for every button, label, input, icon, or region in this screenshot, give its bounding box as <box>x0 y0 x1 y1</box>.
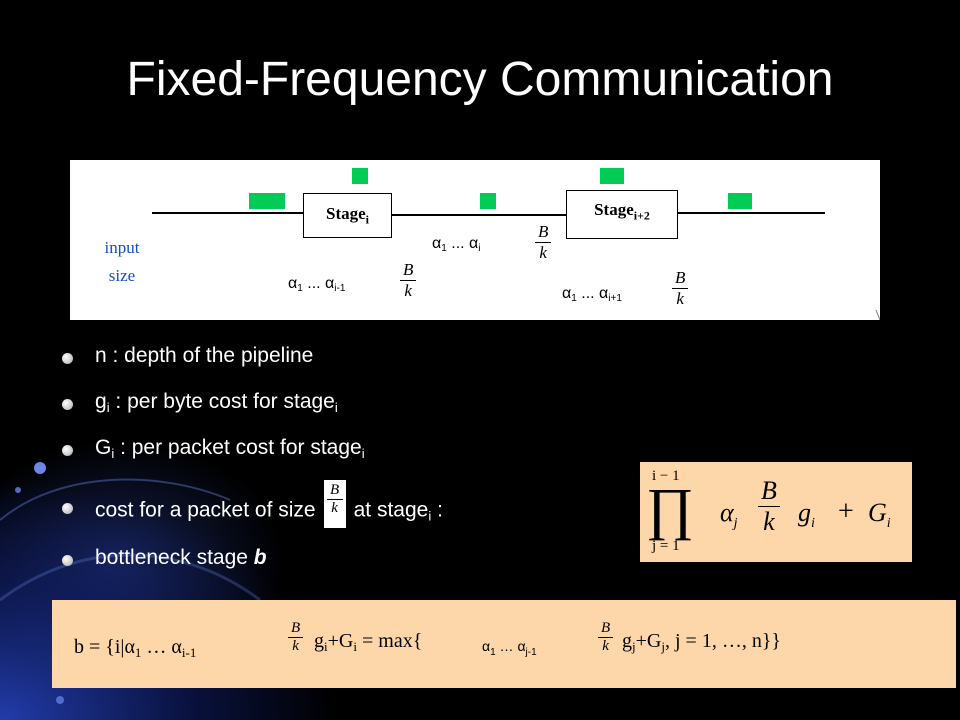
stage-i-label: Stage <box>325 204 366 223</box>
stage-i-sub: i <box>365 212 369 227</box>
def-part-1: b = {i|α1 … αi-1 <box>74 636 197 660</box>
bullet-dot-icon <box>62 399 73 410</box>
formula-plus: + <box>838 496 854 527</box>
pipeline-lines <box>152 212 880 320</box>
bullet-text: gi : per byte cost for stagei <box>95 390 338 415</box>
input-label-line2: size <box>108 266 136 285</box>
input-label-line1: input <box>104 238 140 257</box>
bullet-text: n : depth of the pipeline <box>95 344 314 367</box>
bullet-dot-icon <box>62 503 73 514</box>
product-upper-limit: i − 1 <box>652 468 680 484</box>
bullet-text: bottleneck stage b <box>95 546 267 569</box>
alpha-mid: α1 ... αi <box>432 235 481 254</box>
formula-G: Gi <box>868 498 891 532</box>
packet-4 <box>600 168 624 184</box>
stage-i2-sub: i+2 <box>633 208 650 223</box>
bullet-dot-icon <box>62 445 73 456</box>
bullet-dot-icon <box>62 555 73 566</box>
product-symbol: ∏ <box>646 476 694 541</box>
packet-2 <box>352 168 368 184</box>
packet-5 <box>728 193 752 209</box>
product-lower-limit: j = 1 <box>652 538 680 554</box>
stage-i2-label: Stage <box>594 200 634 219</box>
bullet-text: Gi : per packet cost for stagei <box>95 436 365 461</box>
input-size-label: input size <box>92 234 152 290</box>
def-part-3: α1 … αj-1 <box>482 638 537 658</box>
def-part-4: gj+Gj, j = 1, …, n}} <box>622 630 782 654</box>
bullet-dot-icon <box>62 353 73 364</box>
slide-title: Fixed-Frequency Communication <box>126 53 834 106</box>
formula-alpha: αj <box>720 498 738 532</box>
stage-i-box: Stagei <box>303 193 392 238</box>
packet-1 <box>249 193 285 209</box>
alpha-left: α1 ... αi-1 <box>288 275 346 294</box>
alpha-right: α1 ... αi+1 <box>562 285 622 304</box>
formula-g: gi <box>798 498 815 532</box>
stage-i2-box: Stagei+2 <box>566 190 678 239</box>
def-part-2: gi+Gi = max{ <box>314 630 423 654</box>
packet-3 <box>480 193 496 209</box>
pipeline-diagram: Stagei Stagei+2 input size α1 ... αi-1 α… <box>70 160 880 320</box>
